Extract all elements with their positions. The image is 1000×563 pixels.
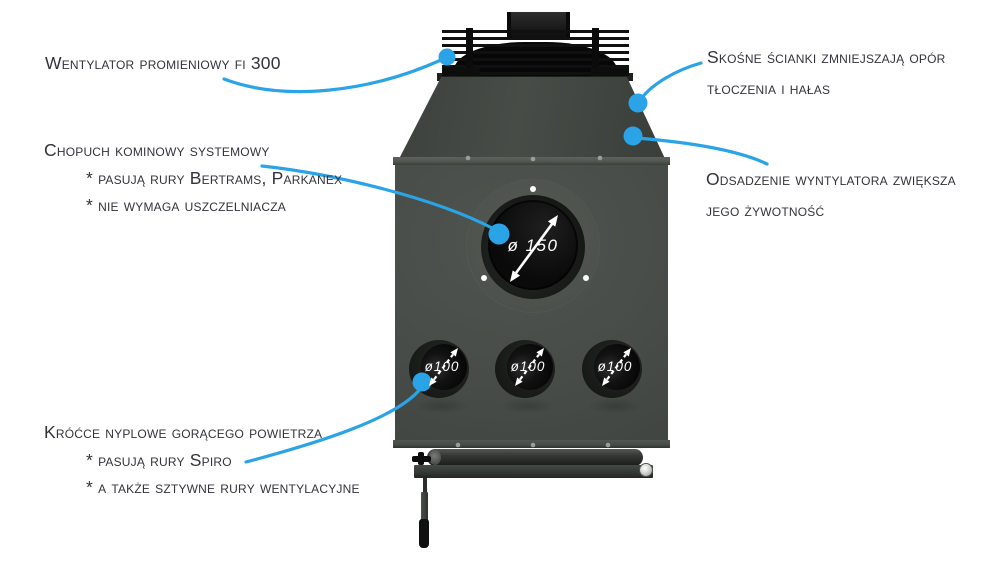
grille-bar bbox=[442, 65, 629, 68]
grille-foot bbox=[442, 68, 480, 76]
diameter-label-100: ø100 bbox=[424, 359, 460, 374]
radial-fan-grille bbox=[442, 28, 629, 76]
diameter-label-100: ø100 bbox=[510, 359, 546, 374]
grille-bar bbox=[442, 30, 629, 33]
leader-line-sloped-walls bbox=[639, 61, 703, 101]
annotation-air-ports: Króćce nyplowe gorącego powietrza * pasu… bbox=[44, 419, 360, 502]
annotation-line: tłoczenia i hałas bbox=[707, 78, 831, 98]
sloped-hood bbox=[397, 77, 667, 161]
handle-grip bbox=[419, 519, 429, 548]
grille-post bbox=[466, 28, 473, 76]
annotation-bullet: * a także sztywne rury wentylacyjne bbox=[86, 477, 360, 497]
body-top-flange bbox=[393, 157, 670, 165]
body-bottom-flange bbox=[393, 440, 670, 448]
port-shadow bbox=[501, 398, 555, 414]
tray-knob bbox=[640, 464, 652, 476]
grille-bar bbox=[442, 72, 629, 75]
annotation-line: jego żywotność bbox=[706, 200, 825, 220]
annotation-sloped-walls: Skośne ścianki zmniejszają opór tłoczeni… bbox=[707, 42, 946, 104]
damper-roller-cap bbox=[429, 450, 441, 465]
grille-post bbox=[592, 28, 599, 76]
annotation-line: Odsadzenie wyntylatora zwiększa bbox=[706, 169, 956, 189]
damper-roller bbox=[427, 449, 643, 466]
port-shadow bbox=[588, 398, 642, 414]
annotation-line: Skośne ścianki zmniejszają opór bbox=[707, 47, 946, 67]
grille-bar bbox=[442, 51, 629, 54]
annotation-title: Chopuch kominowy systemowy bbox=[44, 140, 270, 160]
annotation-fan-text: Wentylator promieniowy fi 300 bbox=[45, 53, 281, 73]
annotation-chimney-flue: Chopuch kominowy systemowy * pasują rury… bbox=[44, 137, 342, 220]
annotation-title: Króćce nyplowe gorącego powietrza bbox=[44, 422, 323, 442]
bottom-tray bbox=[414, 465, 653, 478]
diameter-label-100: ø100 bbox=[597, 359, 633, 374]
annotation-bullet: * pasują rury Spiro bbox=[86, 449, 232, 470]
diameter-label-150: ø 150 bbox=[507, 236, 559, 255]
grille-bar bbox=[442, 44, 629, 47]
handle-rod bbox=[423, 477, 427, 494]
grille-bar bbox=[442, 37, 629, 40]
annotation-bullet: * nie wymaga uszczelniacza bbox=[86, 195, 286, 215]
annotation-fan-offset: Odsadzenie wyntylatora zwiększa jego żyw… bbox=[706, 164, 956, 226]
exhaust-pipe bbox=[507, 12, 570, 38]
annotation-bullet: * pasują rury Bertrams, Parkanex bbox=[86, 167, 343, 188]
port-shadow bbox=[415, 398, 469, 414]
grille-foot bbox=[591, 68, 629, 76]
grille-bar bbox=[442, 58, 629, 61]
annotation-fan: Wentylator promieniowy fi 300 bbox=[45, 50, 281, 78]
valve-fitting bbox=[418, 452, 424, 465]
handle-shaft bbox=[421, 492, 428, 521]
